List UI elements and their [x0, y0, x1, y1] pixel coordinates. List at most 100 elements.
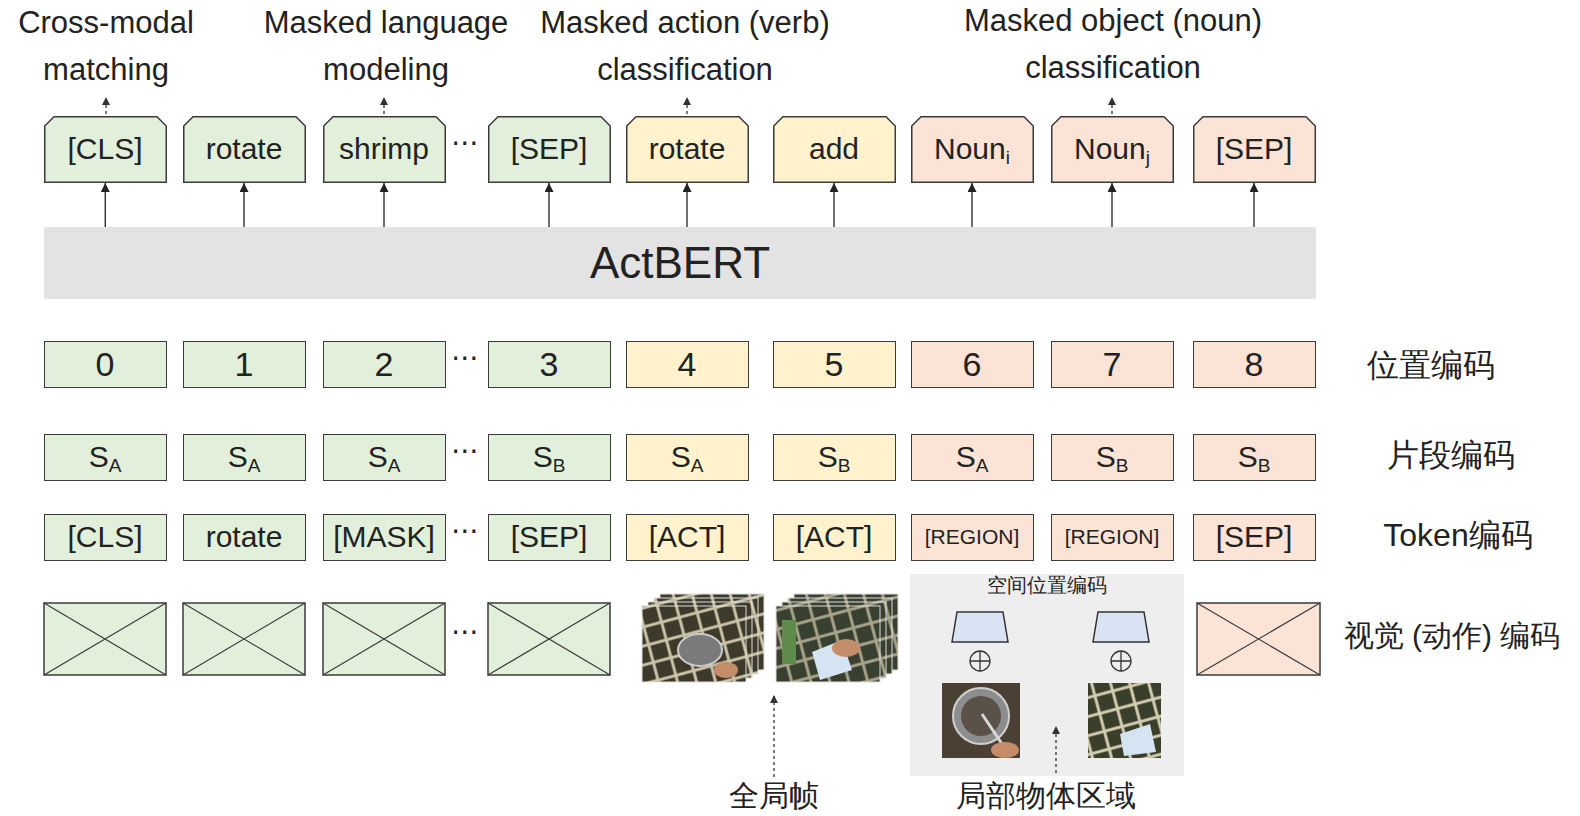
add-symbol	[970, 651, 990, 671]
node-text: S	[1096, 440, 1116, 475]
row-label: 视觉 (动作) 编码	[1344, 618, 1561, 654]
connector-arrow	[1111, 183, 1112, 227]
output-token-box: rotate	[183, 116, 306, 183]
node-text: S	[1238, 440, 1258, 475]
placeholder-box	[488, 603, 610, 675]
node-text: 7	[1103, 345, 1122, 384]
video-frame	[642, 606, 746, 682]
leader-line	[686, 97, 687, 114]
caption-label: 全局帧	[729, 778, 819, 814]
segment-box: SB	[773, 434, 896, 481]
subscript-text: A	[691, 455, 704, 477]
model-box: ActBERT	[44, 227, 1316, 299]
output-token-box: Nouni	[911, 116, 1034, 183]
token-box: [REGION]	[911, 514, 1034, 561]
connector-arrow	[833, 183, 834, 227]
frame-stack	[776, 594, 898, 682]
node-text: 5	[825, 345, 844, 384]
node-text: 3	[540, 345, 559, 384]
add-symbol-cross	[1111, 651, 1131, 671]
task-label: Cross-modal matching	[6, 0, 206, 93]
output-token-box: [CLS]	[44, 116, 167, 183]
position-box: 8	[1193, 341, 1316, 388]
node-text: [ACT]	[649, 520, 726, 555]
spoon	[982, 714, 1002, 744]
segment-box: SA	[323, 434, 446, 481]
node-text: S	[368, 440, 388, 475]
node-text: S	[89, 440, 109, 475]
node-text: 4	[678, 345, 697, 384]
token-box-shape	[183, 117, 305, 183]
token-box: [ACT]	[626, 514, 749, 561]
node-text: 6	[963, 345, 982, 384]
node-text: [CLS]	[67, 132, 142, 167]
node-text: [REGION]	[925, 525, 1020, 549]
node-text: shrimp	[339, 132, 429, 167]
node-text: 1	[235, 345, 254, 384]
frame-stack	[642, 594, 764, 682]
subscript-text: B	[553, 455, 566, 477]
token-box-shape	[44, 117, 166, 183]
node-text: rotate	[649, 132, 726, 167]
hand	[714, 662, 738, 678]
node-text: [SEP]	[511, 520, 588, 555]
subscript-text: A	[109, 455, 122, 477]
leader-line	[105, 97, 106, 114]
placeholder-cross	[1197, 603, 1320, 675]
token-box: [REGION]	[1051, 514, 1174, 561]
row-label: 位置编码	[1367, 346, 1495, 384]
visual-placeholder	[44, 603, 166, 675]
node-text: S	[956, 440, 976, 475]
region-photo	[942, 683, 1020, 758]
subscript-text: A	[976, 455, 989, 477]
node-text: [SEP]	[1216, 132, 1293, 167]
pot	[953, 688, 1009, 744]
region-illustration	[910, 574, 1184, 776]
token-box: rotate	[183, 514, 306, 561]
output-token-box: rotate	[626, 116, 749, 183]
segment-box: SA	[183, 434, 306, 481]
output-token-box: [SEP]	[1193, 116, 1316, 183]
node-text: 2	[375, 345, 394, 384]
region-photo	[1088, 683, 1161, 758]
visual-placeholder	[183, 603, 305, 675]
segment-box: SA	[911, 434, 1034, 481]
node-text: add	[809, 132, 859, 167]
token-box-shape	[626, 117, 748, 183]
output-token-box: [SEP]	[488, 116, 611, 183]
node-text: ActBERT	[590, 238, 770, 289]
output-token-box: Nounj	[1051, 116, 1174, 183]
placeholder-cross	[488, 603, 610, 675]
visual-placeholder	[488, 603, 610, 675]
task-label: Masked language modeling	[251, 0, 521, 93]
token-box-shape	[323, 117, 445, 183]
ellipsis: ⋯	[451, 126, 479, 160]
ellipsis: ⋯	[451, 514, 479, 548]
token-box: [SEP]	[488, 514, 611, 561]
subscript-text: j	[1146, 147, 1150, 169]
hand	[991, 742, 1019, 758]
task-label: Masked object (noun) classification	[948, 0, 1278, 91]
hand	[832, 639, 860, 657]
placeholder-box	[44, 603, 166, 675]
connector-arrow	[548, 183, 549, 227]
node-text: [CLS]	[67, 520, 142, 555]
cloth	[1120, 724, 1156, 756]
token-box-shape	[773, 117, 895, 183]
ellipsis: ⋯	[451, 615, 479, 649]
leader-line	[773, 695, 774, 777]
token-box: [MASK]	[323, 514, 446, 561]
ellipsis: ⋯	[451, 434, 479, 468]
position-box: 7	[1051, 341, 1174, 388]
node-text: Noun	[934, 132, 1006, 167]
node-text: 空间位置编码	[987, 574, 1107, 597]
token-box-shape	[1193, 117, 1315, 183]
connector-arrow	[383, 183, 384, 227]
token-box-shape	[488, 117, 610, 183]
leader-line	[1055, 726, 1056, 773]
node-text: Noun	[1074, 132, 1146, 167]
segment-box: SB	[488, 434, 611, 481]
node-text: [SEP]	[1216, 520, 1293, 555]
video-frame	[776, 606, 880, 682]
segment-box: SA	[44, 434, 167, 481]
